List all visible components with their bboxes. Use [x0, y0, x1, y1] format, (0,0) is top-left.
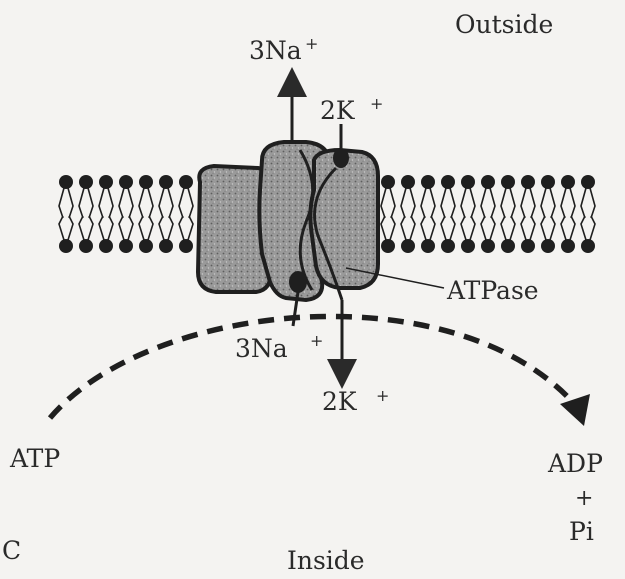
lipid-tail-outer: [521, 188, 535, 218]
lipid-tail-outer: [401, 188, 415, 218]
atp-label: ATP: [9, 444, 60, 473]
lipid-tail-inner: [521, 216, 535, 240]
lipid-head-outer: [79, 175, 93, 189]
lipid-tail-inner: [139, 216, 153, 240]
atpase-label: ATPase: [446, 276, 539, 305]
lipid-tail-inner: [79, 216, 93, 240]
lipid-head-inner: [79, 239, 93, 253]
lipid-tail-inner: [561, 216, 575, 240]
lipid-head-outer: [481, 175, 495, 189]
lipid-tail-inner: [159, 216, 173, 240]
lipid-head-outer: [59, 175, 73, 189]
lipid-head-inner: [139, 239, 153, 253]
lipid-head-inner: [381, 239, 395, 253]
lipid-head-inner: [119, 239, 133, 253]
lipid-tail-outer: [99, 188, 113, 218]
lipid-tail-inner: [99, 216, 113, 240]
lipid-tail-outer: [441, 188, 455, 218]
lipid-tail-inner: [119, 216, 133, 240]
lipid-tail-inner: [59, 216, 73, 240]
lipid-tail-outer: [79, 188, 93, 218]
lipid-tail-inner: [501, 216, 515, 240]
lipid-head-outer: [561, 175, 575, 189]
lipid-head-outer: [401, 175, 415, 189]
lipid-head-inner: [561, 239, 575, 253]
lipid-head-inner: [99, 239, 113, 253]
lipid-head-inner: [581, 239, 595, 253]
lipid-tail-inner: [421, 216, 435, 240]
lipid-head-inner: [501, 239, 515, 253]
lipid-tail-outer: [541, 188, 555, 218]
lipid-head-outer: [441, 175, 455, 189]
lipid-tail-inner: [481, 216, 495, 240]
adp-label: ADP: [547, 449, 603, 478]
lipid-tail-outer: [421, 188, 435, 218]
lipid-tail-outer: [561, 188, 575, 218]
outside-label: Outside: [455, 10, 553, 39]
k-binding-site-outer: [333, 148, 349, 168]
lipid-tail-outer: [461, 188, 475, 218]
lipid-head-inner: [541, 239, 555, 253]
lipid-tail-inner: [541, 216, 555, 240]
lipid-head-inner: [521, 239, 535, 253]
lipid-head-inner: [441, 239, 455, 253]
lipid-tail-inner: [401, 216, 415, 240]
k-inside-label: 2K: [322, 387, 358, 416]
k-outside-label: 2K: [320, 96, 356, 125]
lipid-tail-outer: [501, 188, 515, 218]
lipid-head-inner: [461, 239, 475, 253]
lipid-head-outer: [119, 175, 133, 189]
lipid-tail-outer: [381, 188, 395, 218]
na-outside-charge: +: [305, 34, 318, 53]
na-outside-label: 3Na: [249, 36, 302, 65]
lipid-tail-outer: [481, 188, 495, 218]
inside-label: Inside: [287, 546, 365, 575]
lipid-head-inner: [159, 239, 173, 253]
lipid-tail-outer: [119, 188, 133, 218]
lipid-tail-inner: [381, 216, 395, 240]
lipid-head-outer: [541, 175, 555, 189]
lipid-tail-inner: [441, 216, 455, 240]
lipid-head-outer: [159, 175, 173, 189]
na-binding-site-inner: [289, 271, 307, 293]
atpase-protein: [198, 142, 378, 300]
lipid-head-inner: [481, 239, 495, 253]
na-inside-label: 3Na: [235, 334, 288, 363]
lipid-tail-outer: [139, 188, 153, 218]
adp-plus-sign: +: [575, 486, 593, 511]
lipid-head-outer: [461, 175, 475, 189]
k-outside-charge: +: [370, 94, 383, 113]
lipid-head-inner: [59, 239, 73, 253]
na-inside-charge: +: [310, 331, 323, 350]
lipid-tail-inner: [179, 216, 193, 240]
lipid-tail-outer: [179, 188, 193, 218]
lipid-head-outer: [521, 175, 535, 189]
lipid-head-inner: [401, 239, 415, 253]
lipid-head-outer: [99, 175, 113, 189]
lipid-tail-outer: [581, 188, 595, 218]
lipid-head-outer: [501, 175, 515, 189]
atpase-right-subunit: [310, 150, 378, 288]
lipid-head-outer: [179, 175, 193, 189]
lipid-head-outer: [581, 175, 595, 189]
lipid-tail-inner: [581, 216, 595, 240]
panel-letter: C: [2, 536, 21, 565]
k-inside-charge: +: [376, 386, 389, 405]
lipid-head-inner: [179, 239, 193, 253]
lipid-tail-outer: [59, 188, 73, 218]
atp-to-adp-arrowhead: [560, 394, 590, 426]
lipid-head-outer: [381, 175, 395, 189]
pi-label: Pi: [569, 517, 594, 546]
lipid-head-outer: [421, 175, 435, 189]
lipid-head-outer: [139, 175, 153, 189]
lipid-head-inner: [421, 239, 435, 253]
lipid-tail-outer: [159, 188, 173, 218]
lipid-tail-inner: [461, 216, 475, 240]
